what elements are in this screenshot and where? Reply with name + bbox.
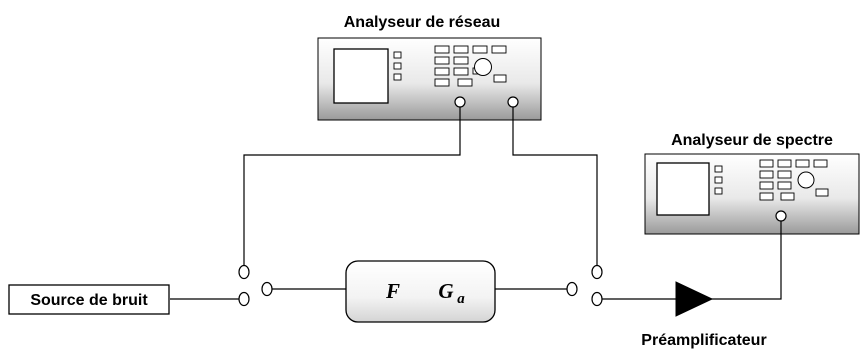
network-analyzer-screen	[333, 48, 389, 104]
network-analyzer-port-1	[454, 96, 466, 108]
right-switch-contact-upper	[591, 264, 603, 280]
left-switch-contact-common	[261, 281, 273, 297]
network-analyzer-keypad	[434, 45, 507, 87]
spectrum-analyzer-keypad	[759, 159, 829, 201]
right-switch	[566, 264, 603, 307]
spectrum-analyzer-knob	[797, 171, 815, 189]
wire-preamp-to-spectrum-analyzer	[708, 221, 782, 300]
network-analyzer-port-2	[507, 96, 519, 108]
left-switch-contact-upper	[238, 264, 250, 280]
dut-gain-subscript: a	[457, 291, 465, 307]
dut-gain-symbol: G	[438, 279, 453, 303]
right-switch-contact-lower	[591, 291, 603, 307]
device-under-test: F G a	[345, 260, 496, 323]
noise-source: Source de bruit	[8, 284, 170, 315]
preamplifier-label: Préamplificateur	[641, 332, 766, 349]
network-analyzer	[317, 37, 542, 121]
left-switch	[238, 264, 273, 307]
spectrum-analyzer-screen	[656, 162, 710, 216]
noise-source-label: Source de bruit	[30, 292, 148, 309]
network-analyzer-label: Analyseur de réseau	[344, 14, 501, 31]
network-analyzer-knob	[474, 58, 492, 76]
spectrum-analyzer-side-buttons	[714, 165, 723, 195]
wiring	[170, 107, 782, 300]
left-switch-contact-lower	[238, 291, 250, 307]
preamplifier: Préamplificateur	[641, 281, 767, 349]
right-switch-contact-common	[566, 281, 578, 297]
wire-analyzer-to-right-switch	[512, 107, 598, 266]
spectrum-analyzer-label: Analyseur de spectre	[671, 132, 833, 149]
wire-analyzer-to-left-switch	[243, 107, 461, 266]
spectrum-analyzer	[644, 153, 860, 235]
dut-noise-factor-symbol: F	[385, 279, 400, 303]
network-analyzer-side-buttons	[393, 51, 402, 81]
preamplifier-triangle-icon	[675, 281, 714, 317]
noise-source-box	[8, 284, 170, 315]
spectrum-analyzer-port	[775, 210, 787, 222]
dut-box	[345, 260, 496, 323]
